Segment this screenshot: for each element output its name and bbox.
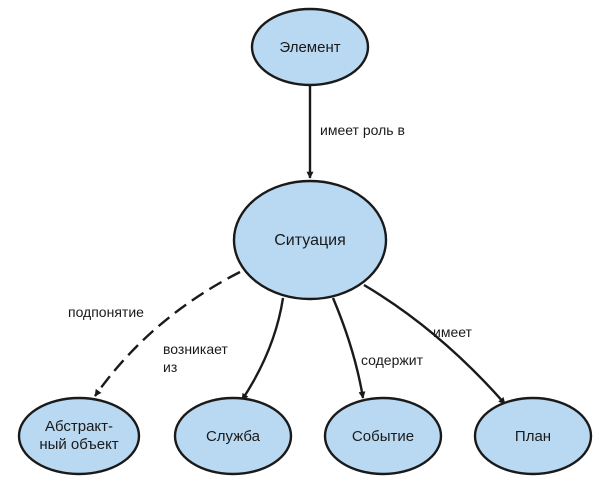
edge-situation-abstract-object (94, 270, 241, 397)
node-element: Элемент (250, 7, 370, 87)
text-line: из (163, 359, 177, 375)
edge-label-element-situation: имеет роль в (320, 122, 405, 138)
edges (94, 85, 506, 405)
edge-label-situation-abstract-object: подпонятие (68, 304, 144, 320)
edge-labels: имеет роль в подпонятие возникает из соде… (68, 122, 473, 375)
text-line: имеет (433, 324, 473, 340)
edge-situation-event (331, 297, 366, 399)
text-line: Абстракт- (45, 418, 113, 435)
node-element-label: Элемент (279, 39, 340, 56)
edge-situation-plan (363, 283, 506, 405)
edge-label-situation-plan: имеет (433, 324, 473, 340)
node-plan-label: План (515, 428, 551, 445)
text-line: имеет роль в (320, 122, 405, 138)
edge-label-situation-event: содержит (361, 352, 424, 368)
node-abstract-object-label: Абстракт-ный объект (39, 418, 118, 453)
text-line: содержит (361, 352, 424, 368)
text-line: ный объект (39, 436, 118, 453)
node-event-label: Событие (352, 428, 414, 445)
node-situation-label: Ситуация (274, 232, 345, 249)
text-line: возникает (163, 341, 228, 357)
edge-situation-service (240, 297, 285, 401)
node-event: Событие (323, 396, 443, 476)
node-abstract-object: Абстракт-ный объект (17, 396, 141, 476)
text-line: подпонятие (68, 304, 144, 320)
node-plan: План (473, 396, 593, 476)
node-service-label: Служба (206, 428, 261, 445)
node-situation: Ситуация (232, 179, 388, 301)
edge-label-situation-service: возникает из (163, 341, 228, 375)
node-service: Служба (173, 396, 293, 476)
